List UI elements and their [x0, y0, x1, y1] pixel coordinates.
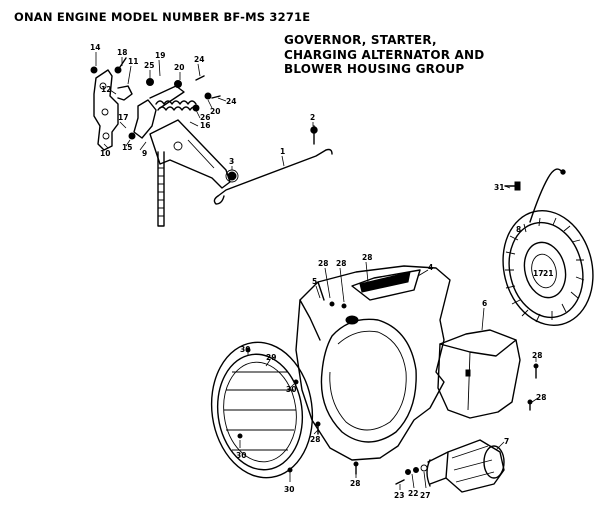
callout-1: 1 — [280, 147, 285, 156]
callout-20-top: 20 — [174, 63, 184, 72]
alternator-stator — [502, 168, 594, 326]
callout-12: 12 — [101, 85, 111, 94]
callout-30-bottom: 30 — [284, 485, 294, 494]
group-title-line-1: GOVERNOR, STARTER, — [284, 33, 437, 47]
callout-24-top: 24 — [194, 55, 204, 64]
rotating-screen — [210, 341, 314, 479]
callout-17-alternator: 17 — [533, 269, 543, 278]
callout-30-left: 30 — [236, 451, 246, 460]
callout-23: 23 — [394, 491, 404, 500]
governor-spring — [155, 100, 199, 111]
callout-6: 6 — [482, 299, 487, 308]
blower-housing — [295, 265, 451, 461]
callout-25: 25 — [144, 61, 154, 70]
starter-motor — [426, 439, 505, 493]
callout-18: 18 — [117, 48, 127, 57]
callout-28-left: 28 — [318, 259, 328, 268]
callout-9: 9 — [142, 149, 147, 158]
housing-side-panel — [437, 329, 521, 419]
model-title: ONAN ENGINE MODEL NUMBER BF-MS 3271E — [14, 10, 311, 24]
callout-15: 15 — [122, 143, 132, 152]
callout-28-screen: 28 — [310, 435, 320, 444]
starter-hardware — [395, 464, 428, 485]
callout-29: 29 — [266, 353, 276, 362]
callout-labels: 14 18 11 19 25 20 24 12 24 20 26 16 17 1… — [90, 43, 553, 500]
callout-24-mid: 24 — [226, 97, 236, 106]
callout-2: 2 — [310, 113, 315, 122]
callout-26-housing: 28 — [362, 253, 372, 262]
callout-22: 22 — [408, 489, 418, 498]
callout-21: 21 — [543, 269, 553, 278]
callout-30-top: 30 — [240, 345, 250, 354]
group-title-line-2: CHARGING ALTERNATOR AND — [284, 47, 485, 62]
callout-27: 27 — [420, 491, 430, 500]
callout-28-bottom: 28 — [350, 479, 360, 488]
callout-19: 19 — [155, 51, 165, 60]
callout-26-governor: 26 — [200, 113, 210, 122]
housing-fasteners — [315, 301, 539, 475]
group-title-line-3: BLOWER HOUSING GROUP — [284, 62, 465, 76]
callout-28-right: 28 — [532, 351, 542, 360]
callout-31: 31 — [494, 183, 504, 192]
callout-20-mid: 20 — [210, 107, 220, 116]
callout-10: 10 — [100, 149, 110, 158]
callout-14: 14 — [90, 43, 100, 52]
governor-bracket — [93, 69, 119, 151]
callout-5: 5 — [312, 277, 317, 286]
alternator-screw — [504, 181, 521, 191]
governor-link-clip — [90, 66, 133, 101]
leader-lines — [95, 52, 539, 490]
callout-3: 3 — [229, 157, 234, 166]
governor-arm — [149, 119, 231, 189]
group-title: GOVERNOR, STARTER, CHARGING ALTERNATOR A… — [284, 33, 484, 77]
callout-4: 4 — [428, 263, 433, 272]
governor-shaft — [157, 151, 165, 227]
callout-11: 11 — [128, 57, 138, 66]
callout-28-mid: 28 — [336, 259, 346, 268]
governor-rod — [213, 148, 333, 205]
governor-yoke — [133, 85, 185, 139]
callout-28-side: 28 — [536, 393, 546, 402]
callout-30-right: 30 — [286, 385, 296, 394]
callout-8: 8 — [516, 225, 521, 234]
rod-hardware — [225, 125, 318, 183]
housing-cover-plate — [351, 269, 421, 301]
callout-16: 16 — [200, 121, 210, 130]
callout-17: 17 — [118, 113, 128, 122]
callout-7: 7 — [504, 437, 509, 446]
